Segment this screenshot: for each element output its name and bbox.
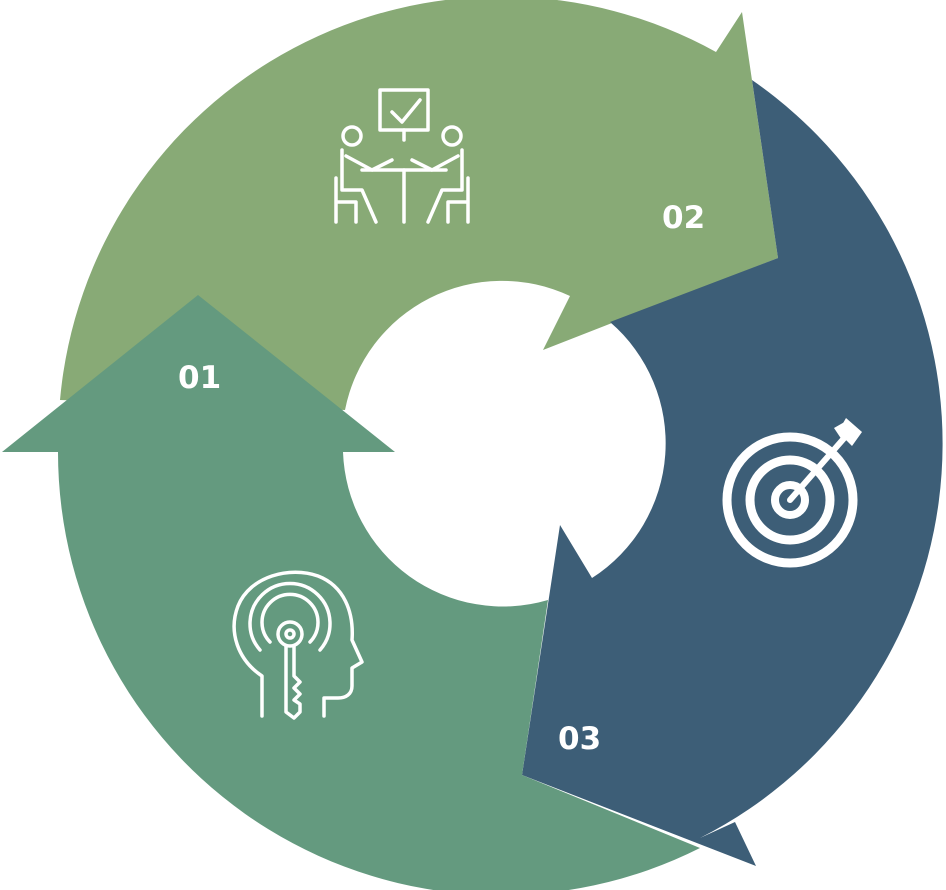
step-number-03: 03 <box>558 721 601 757</box>
segment-02 <box>60 0 778 410</box>
step-number-02: 02 <box>662 200 705 236</box>
head-key-icon <box>232 570 364 720</box>
meeting-icon <box>334 88 470 224</box>
step-number-01: 01 <box>178 360 221 396</box>
segment-01 <box>2 295 700 890</box>
target-icon <box>722 418 862 568</box>
